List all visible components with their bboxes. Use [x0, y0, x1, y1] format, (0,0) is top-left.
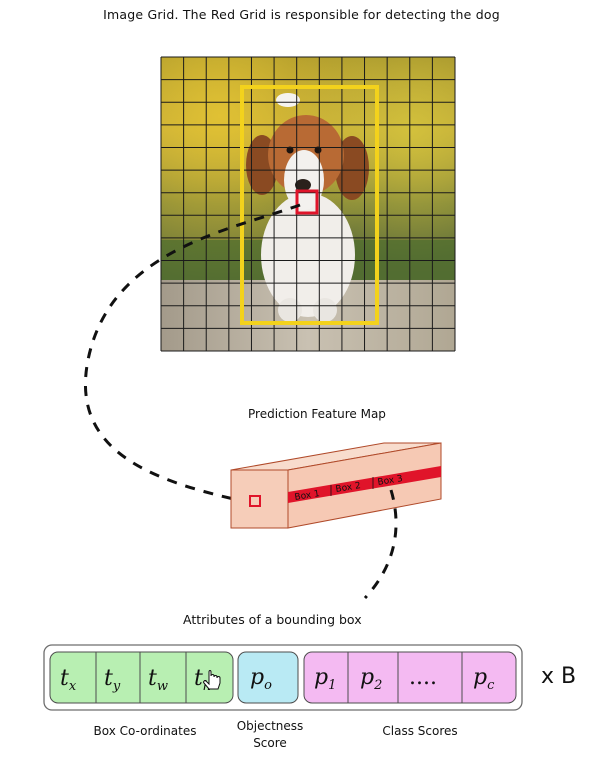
class-scores-group: [303, 651, 517, 704]
class-p1: p1: [314, 665, 336, 693]
coord-ty: ty: [104, 666, 121, 694]
feature-map-cell: [249, 495, 261, 507]
objectness-group: [237, 651, 299, 704]
responsible-grid-cell: [295, 189, 319, 215]
dog-bounding-box: [240, 85, 379, 325]
page-title: Image Grid. The Red Grid is responsible …: [103, 7, 500, 22]
class-pc: pc: [473, 665, 495, 693]
strip-label-box-3: Box 3: [377, 474, 404, 488]
coord-tw: tw: [148, 666, 168, 694]
objectness-po: po: [250, 665, 272, 693]
box-coordinates-group: [49, 651, 234, 704]
box-coordinates-label: Box Co-ordinates: [93, 724, 197, 738]
objectness-label: Objectness Score: [236, 719, 304, 750]
feature-map-title: Prediction Feature Map: [248, 407, 386, 421]
class-p2: p2: [360, 665, 382, 693]
dog-photo: [161, 57, 455, 351]
feature-map-prism: Box 1 Box 2 Box 3: [230, 442, 442, 529]
class-scores-label: Class Scores: [382, 724, 458, 738]
strip-label-box-1: Box 1: [294, 489, 321, 503]
strip-label-box-2: Box 2: [335, 481, 362, 495]
hand-cursor-icon: [203, 670, 221, 690]
image-grid: [160, 56, 456, 352]
dashed-connector-map-to-attributes: [363, 489, 398, 600]
coord-tx: tx: [60, 666, 77, 694]
attributes-title: Attributes of a bounding box: [183, 612, 362, 627]
multiplier-label: x B: [541, 664, 577, 689]
dashed-connector-cell-to-map: [84, 203, 301, 502]
class-ellipsis: ....: [409, 665, 437, 690]
